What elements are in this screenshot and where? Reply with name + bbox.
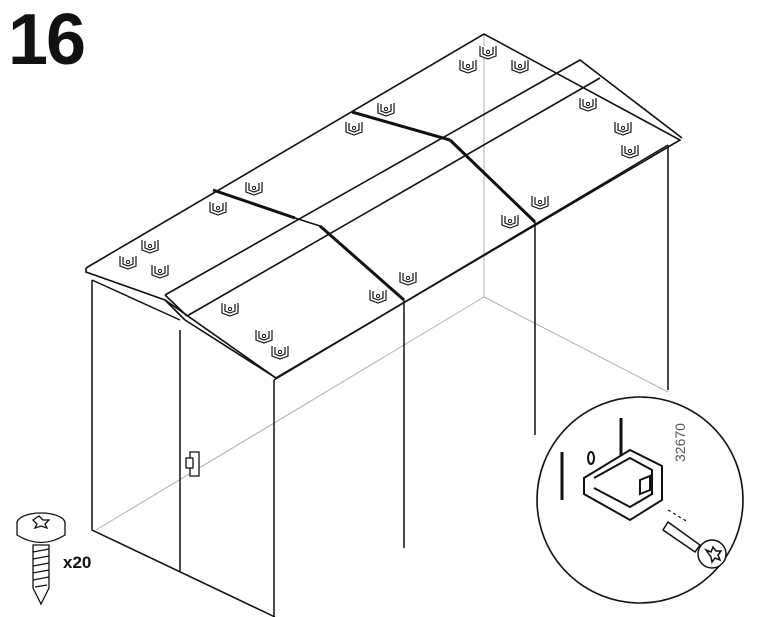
- clip-5: [345, 121, 363, 136]
- screw-quantity-label: x20: [63, 553, 92, 572]
- clip-19: [255, 329, 273, 344]
- clip-7: [614, 121, 632, 136]
- part-code-label: 32670: [672, 423, 688, 462]
- clip-6: [579, 97, 597, 112]
- clip-1: [459, 59, 477, 74]
- clip-20: [271, 345, 289, 360]
- clip-16: [399, 271, 417, 286]
- clip-13: [151, 264, 169, 279]
- hidden-edges: [95, 34, 669, 531]
- clip-18: [221, 302, 239, 317]
- door-handle: [185, 451, 200, 477]
- detail-screw-icon: [661, 520, 727, 569]
- clip-12: [119, 255, 137, 270]
- detail-callout: [536, 396, 744, 604]
- clip-10: [209, 201, 227, 216]
- clip-11: [141, 239, 159, 254]
- screw-icon: [16, 512, 66, 606]
- clip-2: [479, 45, 497, 60]
- roof: [85, 33, 683, 379]
- clip-14: [531, 195, 549, 210]
- clip-17: [369, 289, 387, 304]
- bracket-clip-icon: [560, 418, 663, 522]
- clip-15: [501, 214, 519, 229]
- clip-4: [377, 102, 395, 117]
- clip-8: [621, 144, 639, 159]
- clip-3: [511, 59, 529, 74]
- step-number: 16: [8, 0, 86, 80]
- clip-9: [245, 181, 263, 196]
